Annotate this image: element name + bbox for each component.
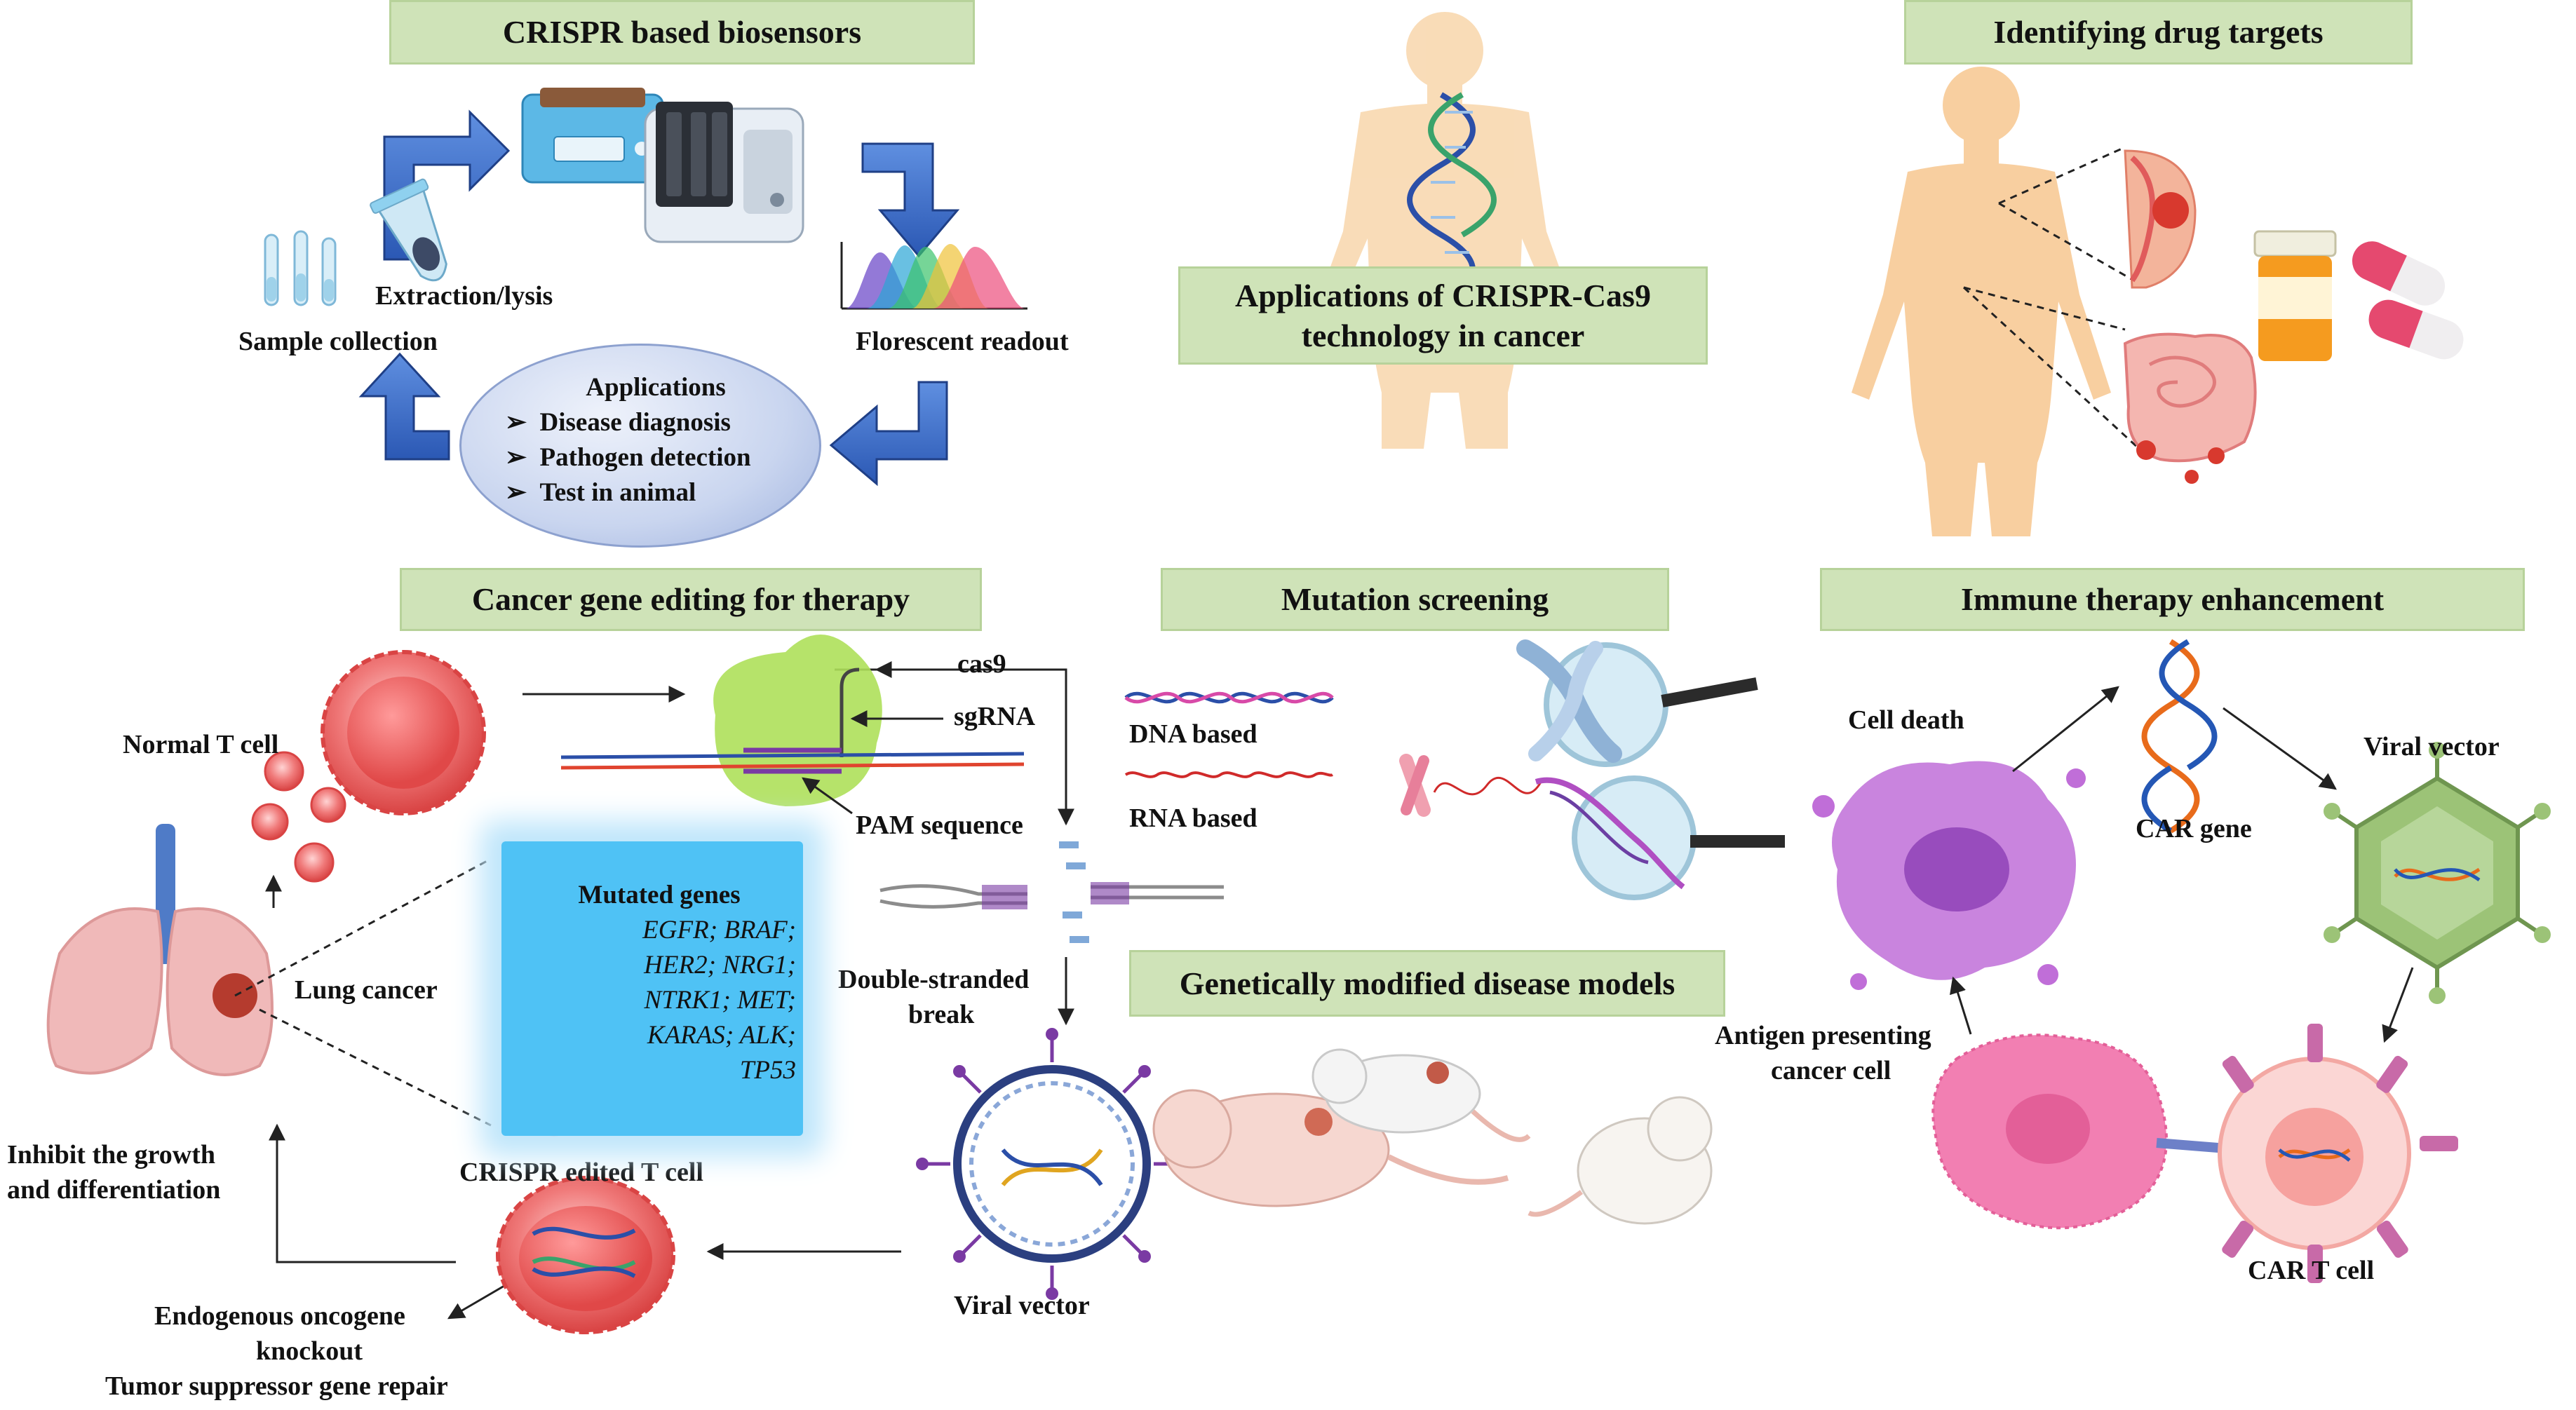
dna-strand-icon	[1124, 691, 1334, 704]
mouse-models-icon	[1152, 1048, 1713, 1225]
antigen-label-line2: cancer cell	[1771, 1056, 1891, 1085]
normal-t-cell-label: Normal T cell	[123, 730, 279, 759]
mutated-gene-line: EGFR; BRAF;	[642, 916, 796, 944]
intestine-tumor-icon	[2123, 332, 2257, 484]
applications-item: ➢ Pathogen detection	[505, 443, 751, 472]
florescent-readout-label: Florescent readout	[856, 327, 1069, 356]
car-gene-label: CAR gene	[2136, 814, 2252, 843]
tumor-suppressor-label: Tumor suppressor gene repair	[105, 1371, 448, 1401]
rna-based-label: RNA based	[1129, 804, 1257, 833]
dsb-label-line1: Double-stranded	[838, 965, 1030, 994]
fluorescence-spectra-icon	[840, 242, 1027, 310]
mutated-genes-box	[501, 841, 803, 1136]
dsb-label-line2: break	[908, 1000, 975, 1029]
applications-heading: Applications	[586, 373, 726, 402]
mutation-screening-title: Mutation screening	[1161, 568, 1669, 631]
mutated-gene-line: NTRK1; MET;	[644, 986, 796, 1015]
capsule-icons	[2352, 241, 2464, 360]
rna-strand-icon	[1124, 771, 1334, 778]
car-gene-dna-icon	[2141, 639, 2218, 834]
chromosome-pink-icon	[1399, 754, 1544, 817]
sequencer-machine-icon	[644, 102, 804, 243]
breast-tumor-icon	[2124, 149, 2197, 289]
test-tubes-icon	[264, 230, 337, 306]
sample-collection-label: Sample collection	[238, 327, 438, 356]
gene-editing-title: Cancer gene editing for therapy	[400, 568, 982, 631]
car-t-cell-label: CAR T cell	[2248, 1256, 2375, 1285]
car-t-cell-icon	[2156, 1024, 2458, 1283]
center-title: Applications of CRISPR-Cas9 technology i…	[1178, 266, 1708, 365]
human-figure-center	[1308, 12, 1582, 449]
incubator-icon	[521, 88, 664, 184]
applications-ellipse	[459, 344, 821, 548]
flow-arrow-left-up	[358, 352, 450, 461]
mutated-gene-line: KARAS; ALK;	[647, 1021, 796, 1050]
mutated-genes-text: Mutated genes EGFR; BRAF; HER2; NRG1; NT…	[522, 878, 796, 1088]
viral-vector-immune-icon	[2324, 742, 2551, 1004]
double-strand-break-icon	[879, 841, 1224, 943]
flow-arrow-right-down	[861, 142, 960, 258]
mutated-gene-line: TP53	[739, 1056, 796, 1085]
antigen-label-line1: Antigen presenting	[1715, 1021, 1931, 1050]
applications-list: Applications ➢ Disease diagnosis ➢ Patho…	[505, 370, 807, 510]
chromosome-magnifier-icon	[1516, 639, 1758, 767]
small-t-cells-icon	[251, 751, 346, 883]
lysis-tube-icon	[370, 178, 447, 282]
viral-vector-immune-label: Viral vector	[2363, 732, 2500, 761]
cell-death-label: Cell death	[1848, 705, 1964, 735]
dna-based-label: DNA based	[1129, 719, 1257, 749]
extraction-label: Extraction/lysis	[375, 281, 553, 311]
applications-item: ➢ Disease diagnosis	[505, 408, 731, 437]
biosensors-title: CRISPR based biosensors	[389, 0, 975, 65]
flow-arrow-down-left	[829, 381, 948, 487]
biosensor-cycle-arrows	[358, 109, 960, 487]
rna-magnifier-icon	[1535, 775, 1785, 900]
inhibit-label-line2: and differentiation	[7, 1175, 221, 1205]
cas9-label: cas9	[957, 649, 1006, 679]
lung-cancer-label: Lung cancer	[295, 975, 438, 1005]
viral-vector-editing-label: Viral vector	[954, 1291, 1090, 1320]
applications-item: ➢ Test in animal	[505, 478, 696, 507]
human-figure-drug-targets	[1852, 67, 2111, 536]
endogenous-label-line1: Endogenous oncogene	[154, 1301, 405, 1331]
immune-title: Immune therapy enhancement	[1820, 568, 2525, 631]
normal-t-cell-icon	[321, 650, 486, 815]
mutated-gene-line: HER2; NRG1;	[644, 951, 796, 979]
viral-vector-editing-icon	[916, 1028, 1188, 1300]
crispr-edited-t-cell-label: CRISPR edited T cell	[459, 1158, 703, 1187]
immune-arrows	[1949, 686, 2414, 1043]
pam-sequence-label: PAM sequence	[856, 811, 1023, 840]
inhibit-label-line1: Inhibit the growth	[7, 1140, 216, 1170]
mutated-genes-heading: Mutated genes	[578, 881, 741, 909]
target-callout-lines	[1962, 146, 2147, 450]
lungs-icon	[46, 824, 274, 1076]
dead-cell-icon	[1812, 761, 2086, 990]
cas9-complex-icon	[560, 635, 1025, 815]
pill-bottle-icon	[2253, 230, 2337, 361]
drug-targets-title: Identifying drug targets	[1904, 0, 2413, 65]
disease-models-title: Genetically modified disease models	[1129, 950, 1725, 1017]
crispr-edited-t-cell-icon	[496, 1176, 675, 1334]
antigen-presenting-cell-icon	[1931, 1033, 2168, 1230]
sgrna-label: sgRNA	[954, 702, 1036, 731]
endogenous-label-line2: knockout	[256, 1336, 363, 1366]
